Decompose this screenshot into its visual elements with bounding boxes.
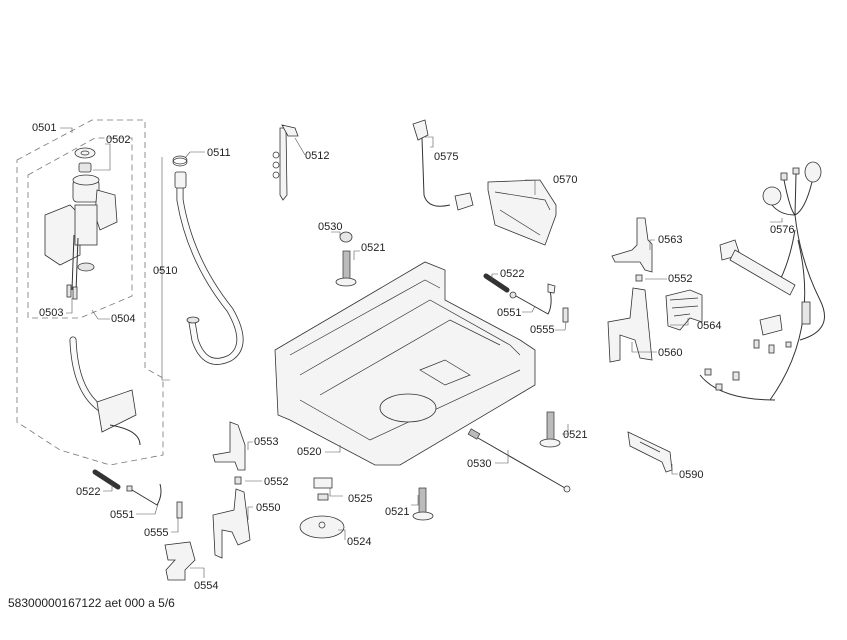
part-0551-sensor-cable-left [126, 483, 162, 506]
leader-lines [60, 127, 783, 578]
part-0522-tube-left [92, 469, 121, 490]
callout-0521-right: 0521 [563, 429, 588, 441]
part-0554-cover [164, 541, 196, 581]
part-0520-base-tub [274, 261, 536, 466]
callout-0575: 0575 [434, 151, 459, 163]
part-0555-connector-left [176, 501, 183, 519]
callout-0522-left: 0522 [76, 486, 101, 498]
callout-0512: 0512 [305, 150, 330, 162]
part-0564-cover [665, 289, 703, 331]
part-0521-screw-right [539, 411, 561, 448]
callout-0520: 0520 [297, 446, 322, 458]
drawing-reference-number: 58300000167122 aet 000 a 5/6 [8, 596, 175, 610]
callout-0553: 0553 [254, 436, 279, 448]
callout-0560: 0560 [658, 347, 683, 359]
part-0530-sensor-rod [467, 428, 571, 493]
part-0550-bracket [212, 488, 251, 559]
part-inlet-hose-lower [69, 336, 141, 446]
callout-0555-right: 0555 [530, 324, 555, 336]
callout-0522-right: 0522 [500, 268, 525, 280]
callout-0554: 0554 [194, 580, 219, 592]
callout-0504: 0504 [111, 313, 136, 325]
callout-0525: 0525 [348, 493, 373, 505]
part-0553-bracket [212, 421, 246, 471]
part-0570-control-module [487, 179, 557, 246]
part-0521-screw-top [335, 250, 357, 287]
callout-0555-left: 0555 [144, 527, 169, 539]
part-0552-clip-right [635, 274, 643, 282]
part-0510-drain-hose [174, 171, 244, 365]
callout-0530-top: 0530 [318, 221, 343, 233]
callout-0551-left: 0551 [110, 509, 135, 521]
callout-0503: 0503 [39, 307, 64, 319]
callout-0502: 0502 [106, 134, 131, 146]
part-0563-bracket [611, 217, 653, 273]
part-0552-clip-left [234, 476, 242, 485]
part-0560-bracket [607, 287, 653, 363]
callout-0551-right: 0551 [497, 307, 522, 319]
callout-0564: 0564 [697, 320, 722, 332]
part-0551-sensor-cable-right [509, 283, 556, 315]
callout-0570: 0570 [553, 174, 578, 186]
part-0512-clip [272, 124, 299, 201]
part-0501-aquastop-valve [44, 174, 118, 300]
part-0555-connector-right [562, 307, 569, 323]
part-0524-disc [299, 515, 345, 539]
part-0521-screw-bottom [412, 487, 434, 521]
part-0575-power-cord [412, 119, 474, 211]
part-0511-hose-clamp [172, 155, 188, 167]
callout-0521-bottom: 0521 [385, 506, 410, 518]
callout-0576: 0576 [770, 224, 795, 236]
callout-0501: 0501 [32, 122, 57, 134]
callout-0590: 0590 [679, 469, 704, 481]
assembly-outline-0501 [16, 119, 164, 466]
callout-0530-bottom: 0530 [467, 458, 492, 470]
callout-0563: 0563 [658, 234, 683, 246]
callout-0550: 0550 [256, 502, 281, 514]
callout-0510: 0510 [153, 265, 178, 277]
part-0576-wiring-harness [699, 161, 825, 401]
part-0590-guide-rail [627, 431, 673, 473]
callout-0524: 0524 [347, 536, 372, 548]
part-0502-washer [74, 147, 96, 173]
callout-0552-left: 0552 [264, 476, 289, 488]
part-0525-switch [313, 477, 333, 501]
callout-0511: 0511 [207, 147, 231, 159]
part-0522-tube-right [483, 273, 510, 293]
part-0530-nut-top [339, 231, 353, 243]
callout-0521-top: 0521 [361, 242, 386, 254]
callout-0552-right: 0552 [668, 273, 693, 285]
